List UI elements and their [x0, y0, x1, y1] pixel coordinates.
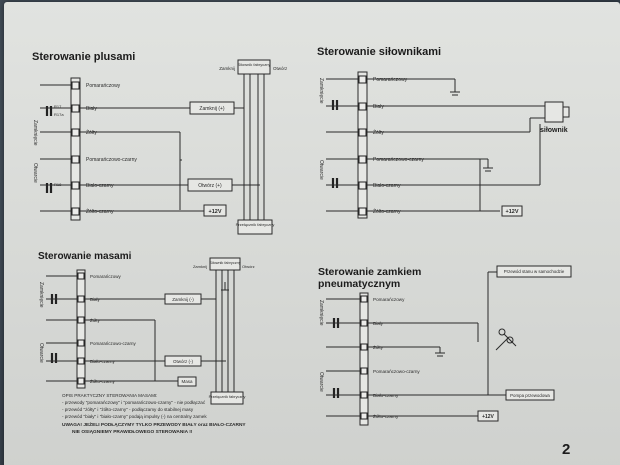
section-title-grounds: Sterowanie masami: [38, 251, 132, 262]
wire-label-white: Biały: [86, 106, 97, 112]
section-pneumatic: Sterowanie zamkiem pneumatycznym Zamknię…: [318, 265, 572, 426]
ground-notes: OPIS PRAKTYCZNY STEROWANIA MASAMI: - prz…: [62, 393, 246, 435]
note-line: OPIS PRAKTYCZNY STEROWANIA MASAMI:: [62, 393, 157, 398]
group-label-open: Otwarcie: [318, 160, 324, 180]
wire-label-white-black: Biało-czarny: [373, 183, 401, 189]
actuator-rod: [562, 106, 570, 118]
relay-label: R17: [54, 104, 62, 109]
page-number: 2: [562, 441, 570, 458]
factory-wire-label: Przewód stanu w samochodzie: [504, 269, 565, 274]
lock-box-label: Zamknij (+): [199, 106, 224, 112]
power-box: [477, 410, 499, 422]
mass-label: Masa: [181, 379, 193, 384]
factory-actuator-box: [237, 59, 271, 75]
wire-label-orange-black: Pomarańczowo-czarny: [373, 157, 424, 163]
factory-actuator-box: [209, 257, 241, 271]
note-line: - przewód "biały" i "biało-czarny" podaj…: [62, 414, 207, 419]
factory-switch-label: Przełącznik fabryczny: [236, 222, 275, 227]
wire-label-orange: Pomarańczowy: [86, 83, 121, 89]
switch-close-label: Zamknij: [219, 66, 235, 71]
group-label-close: Zamknięcie: [32, 120, 38, 146]
group-label-close: Zamknięcie: [38, 282, 44, 308]
section-title-actuators: Sterowanie siłownikami: [317, 46, 441, 58]
group-label-close: Zamknięcie: [318, 300, 324, 326]
mass-box: [177, 376, 197, 387]
unlock-box-label: Otwórz (-): [173, 359, 193, 364]
section-actuators: Sterowanie siłownikami Zamknięcie Otwarc…: [317, 46, 570, 219]
factory-switch-box: [210, 391, 244, 405]
lock-box-label: Zamknij (-): [172, 297, 194, 302]
note-warning: UWAGA! JEŻELI PODŁĄCZYMY TYLKO PRZEWODY …: [62, 421, 246, 428]
connector-strip: [357, 71, 368, 219]
wire-label-orange: Pomarańczowy: [373, 297, 405, 302]
wire-label-orange: Pomarańczowy: [373, 77, 408, 83]
section-title-pneumatic: Sterowanie zamkiem: [318, 266, 421, 278]
power-label: +12V: [506, 209, 519, 215]
pump-label: Pompa przewodowa: [510, 393, 550, 398]
section-windows: Sterowanie plusami Zamknięcie Otwarcie R…: [32, 51, 288, 235]
factory-switch-label: Przełącznik fabryczny: [209, 395, 246, 399]
switch-open-label: Otwórz: [242, 264, 255, 269]
power-label: +12V: [209, 209, 222, 215]
connector-strip: [76, 269, 86, 389]
relay-label: R17a: [54, 112, 64, 117]
power-label: +12V: [482, 414, 494, 420]
wire-label-white: Biały: [373, 104, 384, 110]
connector-strip: [359, 292, 369, 426]
group-label-close: Zamknięcie: [318, 78, 324, 104]
pump-box: [505, 389, 555, 401]
section-grounds: Sterowanie masami Zamknięcie Otwarcie Po…: [38, 251, 255, 435]
actuator-body: [544, 101, 564, 123]
wire-label-white-black: Biało-czarny: [86, 183, 114, 189]
note-line: - przewody "pomarańczowy" i "pomarańczow…: [62, 400, 206, 405]
group-label-open: Otwarcie: [318, 372, 324, 392]
document-page: [4, 2, 620, 465]
factory-switch-box: [237, 219, 273, 235]
switch-close-label: Zamknij: [193, 264, 207, 269]
section-title-windows: Sterowanie plusami: [32, 51, 135, 63]
factory-actuator-label: Siłownik fabryczny: [209, 261, 240, 265]
wire-label-orange-black: Pomarańczowo-czarny: [373, 369, 420, 374]
group-label-open: Otwarcie: [38, 343, 44, 363]
connector-strip: [70, 77, 81, 221]
switch-open-label: Otwórz: [273, 66, 288, 71]
note-warning: NIE OSIĄGNIEMY PRAWIDŁOWEGO STEROWANIA !…: [72, 429, 193, 435]
factory-actuator-label: Siłownik fabryczny: [238, 62, 271, 67]
group-label-open: Otwarcie: [32, 163, 38, 183]
note-line: - przewód "żółty" i "żółto-czarny" - pod…: [62, 407, 194, 412]
scissors-icon: [495, 328, 517, 351]
power-box: [501, 205, 523, 217]
wire-label-orange: Pomarańczowy: [90, 274, 122, 279]
wire-label-orange-black: Pomarańczowo-czarny: [90, 341, 137, 346]
actuator-label: siłownik: [540, 127, 568, 134]
section-title-pneumatic-line2: pneumatycznym: [318, 278, 400, 290]
wire-label-orange-black: Pomarańczowo-czarny: [86, 157, 137, 163]
unlock-box-label: Otwórz (+): [198, 183, 222, 189]
